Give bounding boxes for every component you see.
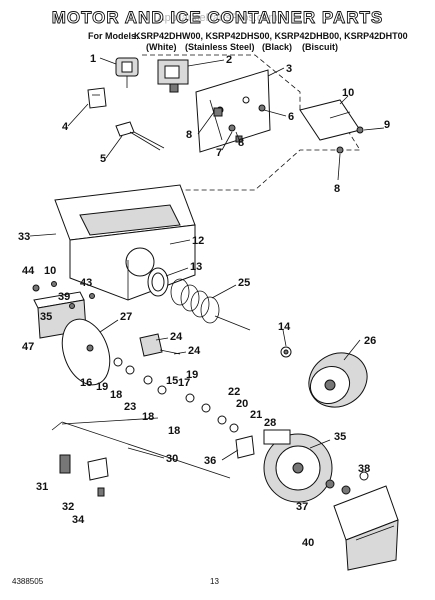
callout-35-b: 34: [72, 514, 85, 526]
callout-8-b: 7: [216, 147, 222, 159]
callout-25: 24: [170, 331, 183, 343]
callout-18-b: 17: [178, 377, 190, 389]
callout-14: 12: [192, 235, 204, 247]
callout-28: 26: [364, 335, 376, 347]
callout-34: 32: [62, 501, 74, 513]
models-list: KSRP42DHW00, KSRP42DHS00, KSRP42DHB00, K…: [134, 31, 408, 41]
part-12-bar: [299, 99, 361, 141]
callout-8-c: 8: [334, 183, 340, 195]
callout-4: 4: [62, 121, 69, 133]
callout-36: 35: [40, 311, 52, 323]
part-2-switch: [157, 59, 189, 93]
part-28-drum: [308, 352, 368, 408]
finish-stainless: (Stainless Steel): [185, 42, 255, 52]
part-27-auger-spring: [170, 278, 251, 331]
callout-7: 5: [100, 153, 106, 165]
part-32-rod: [51, 421, 231, 479]
callout-10-b: 9: [384, 119, 390, 131]
part-44-cover: [333, 485, 399, 571]
part-7-harness: [115, 121, 165, 151]
callout-19-a: 18: [110, 389, 122, 401]
leader-lines: [29, 57, 385, 461]
callout-2: 2: [226, 54, 232, 66]
part-1-mounting-plate: [195, 69, 271, 153]
part-34-clip: [87, 457, 109, 481]
callout-44: 40: [302, 537, 314, 549]
page-title: MOTOR AND ICE CONTAINER PARTS: [51, 8, 384, 28]
finish-biscuit: (Biscuit): [302, 42, 338, 52]
parts-39-40: [325, 471, 369, 495]
callout-30: 27: [120, 311, 132, 323]
callout-23: 21: [250, 409, 262, 421]
callout-27: 25: [238, 277, 250, 289]
part-35-screw-lower: [97, 487, 105, 497]
callout-1: 3: [286, 63, 292, 75]
callout-8-a: 6: [288, 111, 294, 123]
page-number: 13: [210, 577, 219, 586]
callout-20: 19: [96, 381, 108, 393]
part-15-ring: [147, 267, 169, 297]
callout-19-b: 18: [168, 425, 180, 437]
callout-18-c: 18: [142, 411, 154, 423]
part-3-solenoid: [115, 57, 139, 88]
callout-40: 38: [358, 463, 370, 475]
callout-6: 44: [22, 265, 35, 277]
part-16-washer: [280, 346, 292, 358]
part-33-spring: [59, 454, 71, 474]
callout-16: 14: [278, 321, 291, 333]
watermark: AppliancePartsPros.com: [157, 12, 278, 24]
document-number: 4388505: [12, 577, 44, 586]
callout-32: 30: [166, 453, 178, 465]
callout-15: 13: [190, 261, 202, 273]
callout-17: 15: [166, 375, 178, 387]
models-label: For Models:: [88, 31, 139, 41]
callout-37: 35: [334, 431, 346, 443]
callout-31: 28: [264, 417, 276, 429]
callout-33: 31: [36, 481, 48, 493]
part-37-motor: [263, 429, 333, 503]
callout-12: 10: [342, 87, 354, 99]
callout-9: 8: [238, 137, 244, 149]
finish-white: (White): [146, 42, 177, 52]
finish-black: (Black): [262, 42, 293, 52]
callout-26: 24: [188, 345, 201, 357]
callout-24-a: 22: [228, 386, 240, 398]
callout-24-b: 23: [124, 401, 136, 413]
hardware-cluster: [113, 357, 239, 433]
part-4-bracket: [87, 87, 107, 109]
callout-43: 39: [58, 291, 70, 303]
part-38-bracket: [235, 435, 255, 459]
callout-10-a: 8: [186, 129, 192, 141]
callout-47: 43: [80, 277, 92, 289]
callout-5: 47: [22, 341, 34, 353]
callout-3: 1: [90, 53, 96, 65]
callout-35-a: 33: [18, 231, 30, 243]
callout-numbers: 1 2 3 4 5 6 7 8 8 8 9 10 10 12 13 14 15 …: [18, 53, 390, 549]
callout-18-a: 16: [80, 377, 92, 389]
part-30-paddle: [61, 318, 111, 386]
callout-38: 36: [204, 455, 216, 467]
callout-22: 20: [236, 398, 248, 410]
callout-13: 10: [44, 265, 56, 277]
callout-39: 37: [296, 501, 308, 513]
callout-21: 19: [186, 369, 198, 381]
